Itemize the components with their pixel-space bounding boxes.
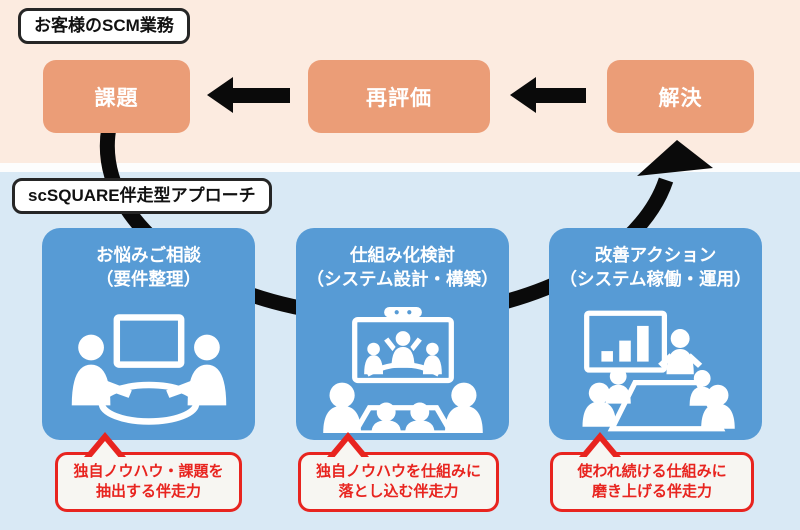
step-subtitle: （システム稼働・運用） [559, 268, 752, 289]
flow-box-solution-label: 解決 [658, 86, 703, 110]
flow-box-reevaluation: 再評価 [308, 60, 490, 133]
flow-box-reevaluation-label: 再評価 [366, 86, 432, 110]
step-title: 改善アクション [594, 245, 717, 265]
bubble-text-line1: 独自ノウハウ・課題を [73, 462, 224, 480]
callout-bubble-improvement: 使われ続ける仕組みに 磨き上げる伴走力 [550, 432, 754, 512]
step-subtitle: （要件整理） [96, 268, 201, 289]
flow-box-issue-label: 課題 [94, 86, 139, 110]
approach-section-label-text: scSQUARE伴走型アプローチ [28, 186, 256, 205]
step-box-consultation: お悩みご相談 （要件整理） [42, 228, 255, 440]
middle-arrow-icon [510, 77, 586, 113]
bubble-text-line1: 使われ続ける仕組みに [577, 462, 727, 480]
flow-box-solution: 解決 [607, 60, 754, 133]
step-subtitle: （システム設計・構築） [306, 268, 499, 289]
bubble-tail-icon [333, 441, 363, 459]
bubble-text-line2: 磨き上げる伴走力 [591, 483, 712, 500]
video-conference-icon [319, 300, 487, 440]
bubble-tail-icon [585, 441, 615, 459]
step-title: お悩みご相談 [96, 245, 201, 265]
bubble-text-line2: 抽出する伴走力 [95, 483, 201, 500]
step-title: 仕組み化検討 [350, 245, 455, 265]
flow-box-issue: 課題 [43, 60, 190, 133]
section-divider [0, 163, 800, 172]
customer-section-label: お客様のSCM業務 [18, 8, 190, 45]
bubble-tail-icon [90, 441, 120, 459]
bubble-text-line2: 落とし込む伴走力 [338, 483, 459, 500]
presentation-chart-icon [572, 300, 740, 440]
customer-section-label-text: お客様のSCM業務 [34, 16, 174, 35]
callout-bubble-systemization: 独自ノウハウを仕組みに 落とし込む伴走力 [298, 432, 499, 512]
bubble-text-line1: 独自ノウハウを仕組みに [315, 462, 481, 480]
approach-section-label: scSQUARE伴走型アプローチ [12, 178, 272, 215]
left-arrow-icon [207, 77, 290, 113]
cycle-arrowhead-icon [637, 140, 713, 176]
step-box-systemization: 仕組み化検討 （システム設計・構築） [296, 228, 509, 440]
consultation-meeting-icon [63, 300, 235, 440]
step-box-improvement: 改善アクション （システム稼働・運用） [549, 228, 762, 440]
callout-bubble-consultation: 独自ノウハウ・課題を 抽出する伴走力 [55, 432, 242, 512]
